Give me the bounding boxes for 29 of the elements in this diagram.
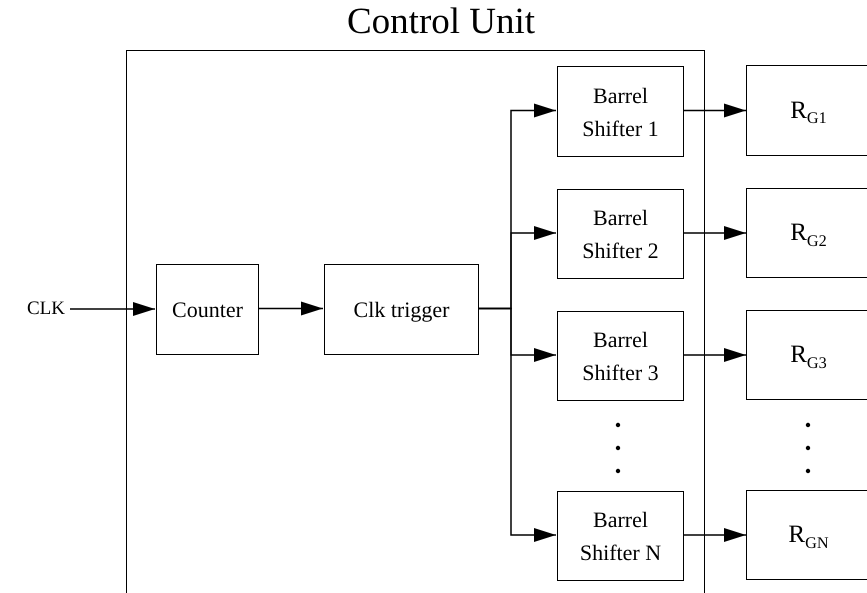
block-text: Barrel Shifter 1 xyxy=(581,82,660,142)
block-box xyxy=(557,189,684,279)
register-box xyxy=(746,310,867,400)
arrow xyxy=(683,104,746,118)
arrow xyxy=(478,308,556,542)
block-box xyxy=(324,264,479,355)
arrow xyxy=(683,226,746,240)
register-box xyxy=(746,188,867,278)
block-text: R$_{G2}$ xyxy=(790,218,827,252)
arrow xyxy=(70,302,155,316)
arrow xyxy=(683,528,746,542)
arrow xyxy=(683,348,746,362)
block-text: R$_{GN}$ xyxy=(788,520,829,554)
block-box xyxy=(156,264,259,355)
block-text: Clk trigger xyxy=(354,296,450,324)
block-box xyxy=(557,491,684,581)
control-unit-title: Control Unit xyxy=(347,3,536,40)
register-box xyxy=(746,490,867,580)
block-box xyxy=(557,311,684,401)
arrow xyxy=(258,302,323,316)
block-text: CLK xyxy=(27,296,65,321)
block-box xyxy=(557,66,684,157)
block-text: Barrel Shifter N xyxy=(578,506,662,567)
block-text: R$_{G3}$ xyxy=(790,340,827,374)
block-text: Counter xyxy=(172,296,243,324)
register-box xyxy=(746,65,867,156)
block-text: R$_{G1}$ xyxy=(790,96,827,130)
block-text: Barrel Shifter 2 xyxy=(581,204,660,265)
block-text: Barrel Shifter 3 xyxy=(581,326,660,387)
